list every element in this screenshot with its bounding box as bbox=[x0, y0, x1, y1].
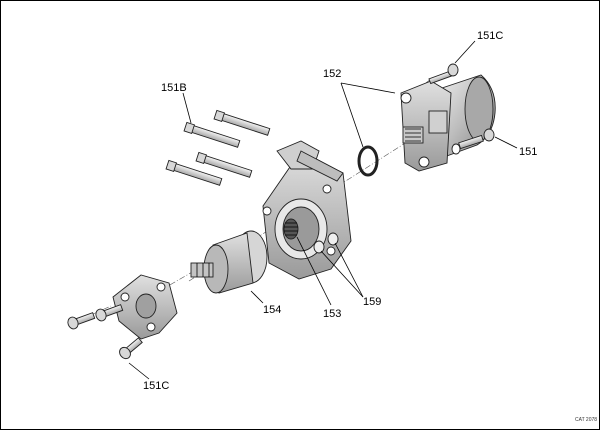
label-151: 151 bbox=[519, 146, 537, 158]
end-cover bbox=[112, 274, 178, 340]
starter-drive-154 bbox=[190, 230, 268, 294]
label-153: 153 bbox=[323, 308, 341, 320]
label-152: 152 bbox=[323, 68, 341, 80]
screws-151c-bottom bbox=[67, 304, 143, 360]
screw-151c-top bbox=[428, 63, 459, 85]
label-151b: 151B bbox=[161, 82, 187, 94]
screw-151 bbox=[451, 128, 495, 155]
leader-lines bbox=[128, 40, 518, 380]
bushings-159 bbox=[313, 232, 339, 254]
label-151c-bottom: 151C bbox=[143, 380, 169, 392]
starter-housing bbox=[262, 140, 352, 280]
o-ring-152 bbox=[357, 145, 379, 177]
label-159: 159 bbox=[363, 296, 381, 308]
bolts-151b bbox=[165, 109, 271, 186]
label-154: 154 bbox=[263, 304, 281, 316]
drawing-code: CAT 2078 bbox=[575, 417, 597, 423]
label-151c-top: 151C bbox=[477, 30, 503, 42]
starter-motor bbox=[400, 74, 496, 172]
gear-153 bbox=[283, 218, 299, 240]
